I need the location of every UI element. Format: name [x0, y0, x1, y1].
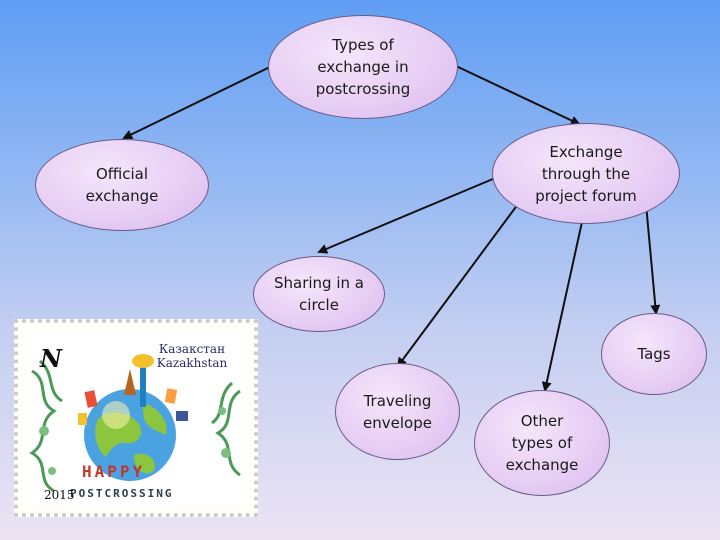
node-other-types: Other types of exchange: [474, 390, 610, 496]
node-traveling-envelope: Traveling envelope: [335, 363, 460, 460]
node-sharing-in-circle: Sharing in a circle: [253, 256, 385, 332]
node-tags: Tags: [601, 313, 707, 395]
stamp-denomination: N: [39, 344, 63, 373]
stamp-word-happy: HAPPY: [82, 462, 145, 481]
stamp-year: 2015: [44, 488, 75, 502]
stamp-country-ru: Казакстан: [159, 342, 225, 356]
arrow-forum-to-envelope: [396, 195, 525, 368]
arrow-forum-to-other: [541, 221, 583, 392]
node-forum-exchange: Exchange through the project forum: [492, 123, 680, 224]
arrow-root-to-official: [122, 65, 273, 139]
postcrossing-stamp-image: Казакстан Kazakhstan N HAPPY POSTCROSSIN…: [14, 319, 258, 517]
arrow-forum-to-tags: [645, 203, 661, 315]
arrow-root-to-forum: [455, 65, 581, 126]
stamp-illustration: Казакстан Kazakhstan N HAPPY POSTCROSSIN…: [29, 342, 241, 502]
node-official-exchange: Official exchange: [35, 139, 209, 231]
stamp-word-postcrossing: POSTCROSSING: [70, 487, 173, 500]
arrow-forum-to-circle: [317, 175, 501, 254]
node-types-of-exchange: Types of exchange in postcrossing: [268, 15, 458, 119]
stamp-country-en: Kazakhstan: [157, 356, 228, 370]
